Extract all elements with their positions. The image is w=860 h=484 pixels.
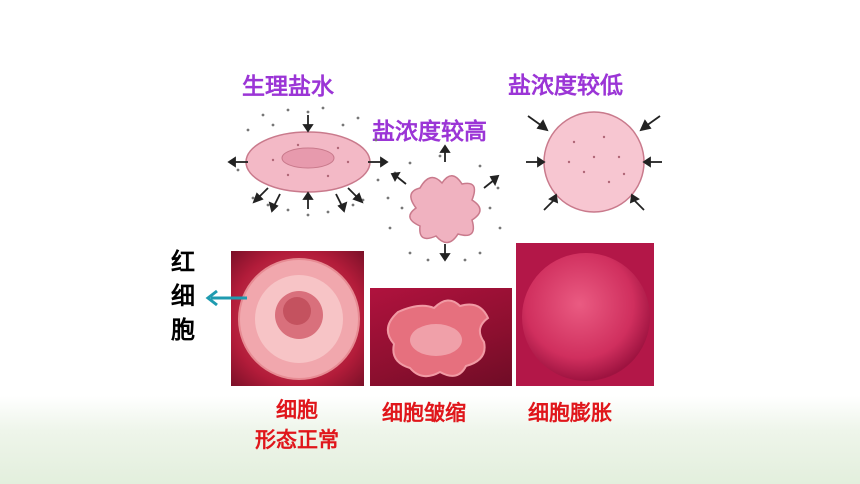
left-arrow-icon: [205, 289, 247, 307]
label-normal-line-1: 细胞: [276, 398, 318, 422]
label-normal: 细胞 形态正常: [242, 395, 352, 455]
diagram-crenated-cell: [386, 144, 502, 262]
diagram-swollen-cell: [526, 111, 662, 213]
photo-swollen-cell: [516, 243, 654, 386]
photo-shrunken-cell: [370, 288, 512, 386]
label-saline: 生理盐水: [242, 74, 334, 100]
label-red-cell-char-3: 胞: [171, 316, 195, 344]
label-high-salt: 盐浓度较高: [372, 119, 487, 145]
label-red-cell-char-2: 细: [171, 282, 195, 310]
photo-normal-cell: [231, 251, 364, 386]
label-red-cell-char-1: 红: [171, 248, 195, 276]
bottom-decor-band: [0, 396, 860, 484]
label-low-salt: 盐浓度较低: [508, 73, 623, 99]
label-normal-line-2: 形态正常: [255, 428, 339, 452]
label-swell: 细胞膨胀: [528, 401, 612, 425]
label-shrink: 细胞皱缩: [382, 401, 466, 425]
diagram-normal-cell: [227, 106, 389, 217]
